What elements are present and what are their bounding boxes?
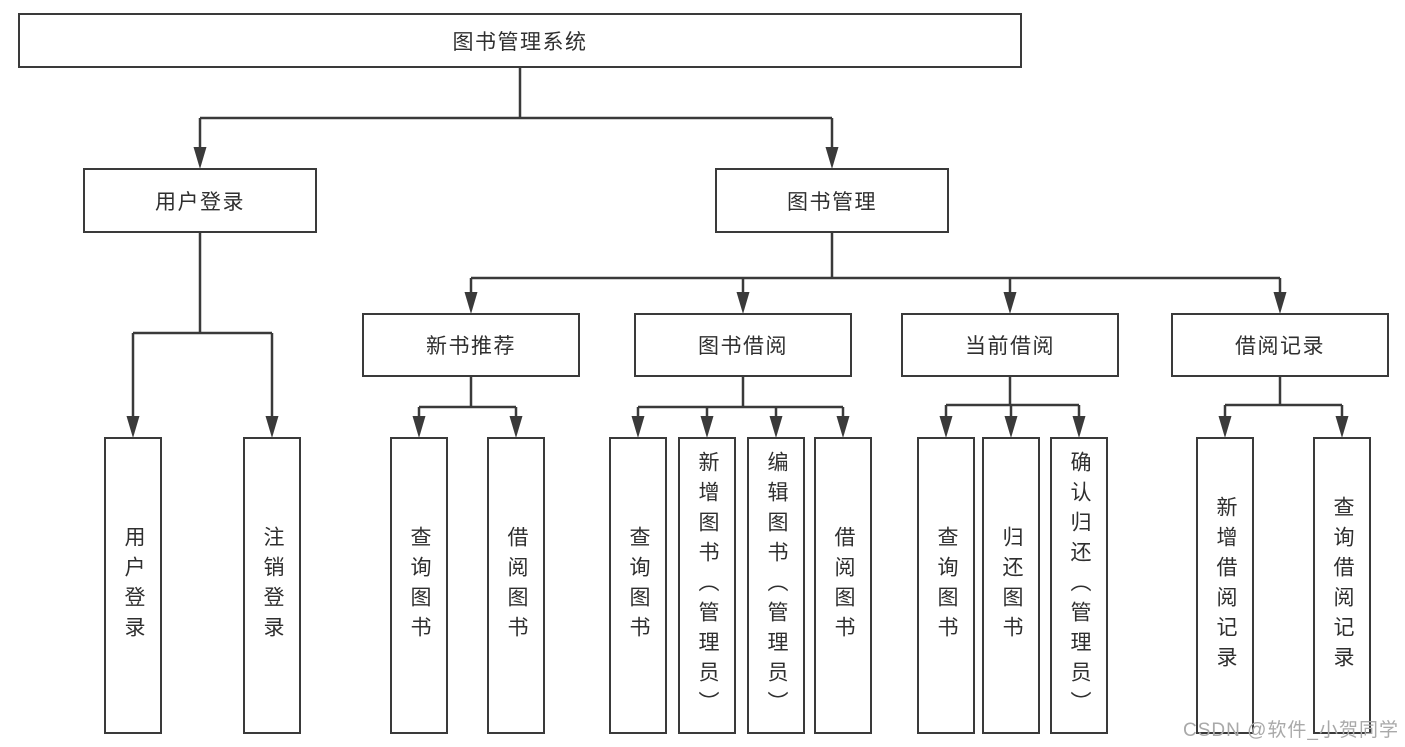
node-query-borrow-record: 查询借阅记录 <box>1313 437 1371 734</box>
node-query-books-current: 查询图书 <box>917 437 975 734</box>
node-query-books-borrowing: 查询图书 <box>609 437 667 734</box>
node-query-books-recommend: 查询图书 <box>390 437 448 734</box>
node-edit-books-admin: 编辑图书（管理员） <box>747 437 805 734</box>
node-borrowing-records: 借阅记录 <box>1171 313 1389 377</box>
node-add-borrow-record: 新增借阅记录 <box>1196 437 1254 734</box>
node-user-login-leaf: 用户登录 <box>104 437 162 734</box>
csdn-watermark: CSDN @软件_小贺同学 <box>1183 720 1399 741</box>
node-library-management-system: 图书管理系统 <box>18 13 1022 68</box>
node-book-borrowing: 图书借阅 <box>634 313 852 377</box>
node-return-books: 归还图书 <box>982 437 1040 734</box>
node-borrow-books-recommend: 借阅图书 <box>487 437 545 734</box>
node-confirm-return-admin: 确认归还（管理员） <box>1050 437 1108 734</box>
node-current-borrowing: 当前借阅 <box>901 313 1119 377</box>
node-new-book-recommendation: 新书推荐 <box>362 313 580 377</box>
node-user-login: 用户登录 <box>83 168 317 233</box>
node-add-books-admin: 新增图书（管理员） <box>678 437 736 734</box>
node-borrow-books-leaf: 借阅图书 <box>814 437 872 734</box>
node-book-management: 图书管理 <box>715 168 949 233</box>
node-logout: 注销登录 <box>243 437 301 734</box>
